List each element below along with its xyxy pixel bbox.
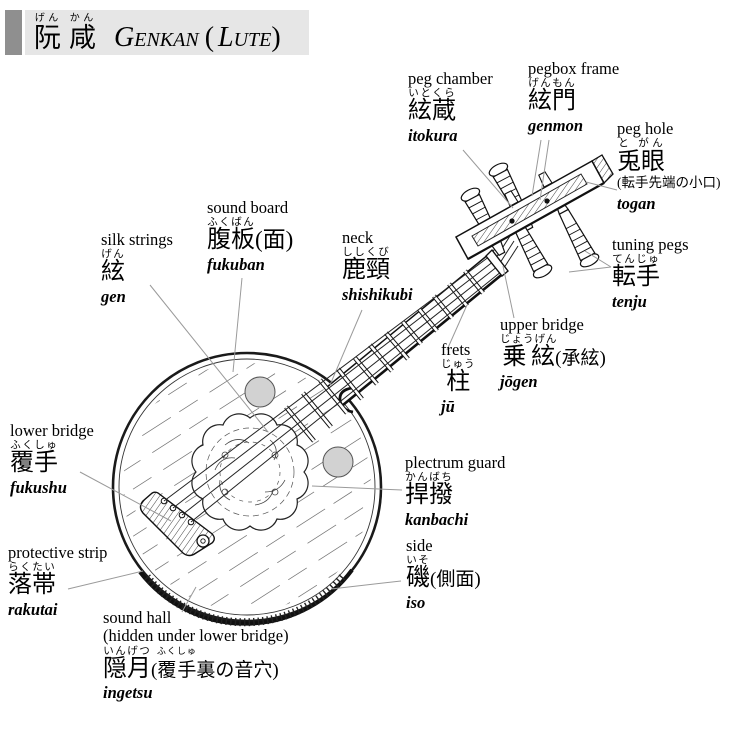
- label-kanji: 落帯らくたい: [8, 562, 56, 599]
- label-en: pegbox frame: [528, 59, 620, 78]
- label-kanji: 絃蔵いとくら: [408, 88, 456, 125]
- label-kanji: 隠月いんげつ(覆手ふくしゅ裏の音穴): [103, 645, 279, 682]
- label-romaji: genmon: [528, 115, 584, 135]
- label-neck: neck 鹿頸ししくび shishikubi: [342, 228, 413, 305]
- label-kanji: 兎眼と がん: [617, 138, 665, 176]
- label-sound-hall: sound hall (hidden under lower bridge) 隠…: [103, 608, 289, 703]
- label-romaji: kanbachi: [405, 509, 469, 529]
- title-kanji: 阮げん咸かん: [34, 13, 96, 53]
- label-upper-bridge: upper bridge 乗絃じょうげん(承絃) jōgen: [500, 315, 606, 392]
- label-en: peg hole: [617, 119, 674, 138]
- label-romaji: tenju: [612, 291, 647, 311]
- label-kanji: 乗絃じょうげん(承絃): [500, 334, 606, 371]
- label-frets: frets 柱じゅう jū: [441, 340, 476, 417]
- label-romaji: iso: [406, 592, 426, 612]
- label-romaji: rakutai: [8, 599, 58, 619]
- label-peg-hole: peg hole 兎眼と がん (転手先端の小口) togan: [617, 119, 721, 214]
- label-romaji: shishikubi: [342, 284, 413, 304]
- label-en: upper bridge: [500, 315, 584, 334]
- plectrum-guard-ornament: [191, 413, 309, 531]
- label-en: sound hall: [103, 608, 172, 627]
- label-side: side 磯いそ(側面) iso: [406, 536, 481, 613]
- label-en: silk strings: [101, 230, 173, 249]
- label-en: lower bridge: [10, 421, 94, 440]
- label-romaji: jū: [441, 396, 455, 416]
- title-plate: 阮げん咸かん Genkan(Lute): [25, 10, 309, 55]
- label-kanji: 覆手ふくしゅ: [10, 440, 58, 477]
- label-peg-chamber: peg chamber 絃蔵いとくら itokura: [408, 69, 493, 146]
- sound-hole-left: [244, 376, 276, 408]
- label-kanji: 腹板ふくばん(面): [207, 217, 294, 254]
- pegbox-part: [454, 154, 614, 261]
- label-romaji: itokura: [408, 125, 458, 145]
- label-en: protective strip: [8, 543, 108, 562]
- label-en: frets: [441, 340, 471, 359]
- label-sound-board: sound board 腹板ふくばん(面) fukuban: [207, 198, 294, 275]
- label-en: peg chamber: [408, 69, 493, 88]
- title-bar: 阮げん咸かん Genkan(Lute): [5, 10, 309, 55]
- label-romaji: fukuban: [207, 254, 265, 274]
- label-kanji: 捍撥かんばち: [405, 472, 453, 509]
- label-romaji: gen: [101, 286, 126, 306]
- label-romaji: togan: [617, 193, 656, 213]
- label-kanji: 絃げん: [101, 249, 125, 286]
- label-en: neck: [342, 228, 374, 247]
- sound-hole-right: [322, 446, 354, 478]
- upper-bridge-part: [485, 248, 509, 277]
- label-kanji: 柱じゅう: [441, 359, 476, 396]
- label-en: tuning pegs: [612, 235, 689, 254]
- label-romaji: ingetsu: [103, 683, 153, 703]
- label-en-note: (hidden under lower bridge): [103, 626, 289, 646]
- label-en: side: [406, 536, 433, 555]
- label-note: (転手先端の小口): [617, 174, 721, 190]
- label-romaji: jōgen: [500, 371, 538, 391]
- label-kanji: 絃門げんもん: [528, 78, 576, 115]
- label-protective-strip: protective strip 落帯らくたい rakutai: [8, 543, 108, 620]
- label-kanji: 転手てんじゅ: [612, 254, 660, 291]
- label-kanji: 鹿頸ししくび: [342, 247, 390, 284]
- label-romaji: fukushu: [10, 477, 67, 497]
- label-tuning-pegs: tuning pegs 転手てんじゅ tenju: [612, 235, 689, 312]
- label-plectrum-guard: plectrum guard 捍撥かんばち kanbachi: [405, 453, 506, 530]
- label-pegbox-frame: pegbox frame 絃門げんもん genmon: [528, 59, 620, 136]
- title-romaji: Genkan(Lute): [114, 22, 281, 53]
- title-accent-block: [5, 10, 22, 55]
- leader-lines: [67, 139, 618, 613]
- label-kanji: 磯いそ(側面): [406, 555, 481, 592]
- label-en: sound board: [207, 198, 289, 217]
- label-silk-strings: silk strings 絃げん gen: [101, 230, 173, 307]
- label-en: plectrum guard: [405, 453, 506, 472]
- strings-part: [163, 231, 519, 523]
- label-lower-bridge: lower bridge 覆手ふくしゅ fukushu: [10, 421, 94, 498]
